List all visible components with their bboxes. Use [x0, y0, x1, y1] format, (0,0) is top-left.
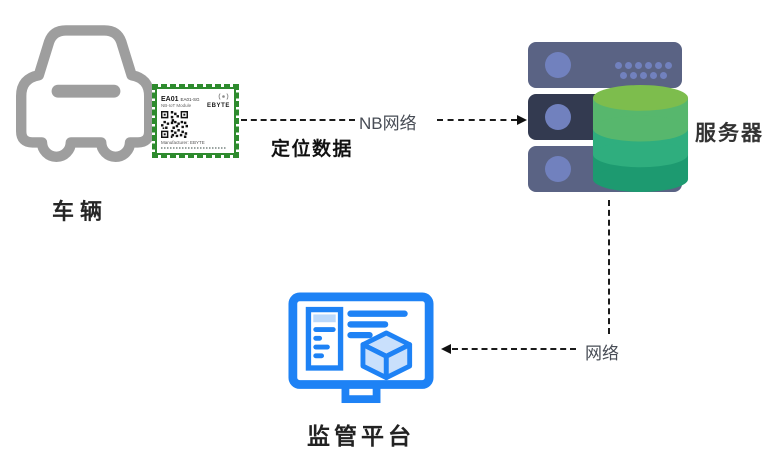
- vent-dot: [645, 62, 652, 69]
- network-label: 网络: [585, 344, 619, 363]
- net-link-arrowhead-icon: [441, 344, 451, 354]
- content-line: [347, 331, 373, 339]
- vent-dot: [665, 62, 672, 69]
- chip-manufacturer: Manufacturer: EBYTE: [161, 140, 205, 145]
- database-icon: [592, 85, 689, 192]
- chip-microtext-line: [161, 147, 227, 149]
- nb-link-line-left: [241, 119, 355, 121]
- server-led-circle: [545, 52, 571, 78]
- vent-dot: [620, 72, 627, 79]
- sidebar-line: [313, 344, 330, 350]
- chip-brand: EBYTE: [206, 103, 230, 109]
- nb-network-label: NB网络: [359, 114, 417, 133]
- nb-link-arrowhead-icon: [517, 115, 527, 125]
- chip-product-type: NB-IoT Module: [161, 103, 192, 108]
- content-line: [347, 321, 389, 328]
- platform-label: 监管平台: [307, 423, 415, 449]
- sidebar-line: [313, 335, 323, 341]
- vent-dot: [615, 62, 622, 69]
- nbiot-module-chip: EA01 EA01-SG NB-IoT Module EBYTE: [152, 84, 239, 158]
- server-label: 服务器: [695, 122, 764, 145]
- vent-dot: [635, 62, 642, 69]
- vent-dot: [660, 72, 667, 79]
- monitor-icon: [288, 292, 434, 404]
- server-led-circle: [545, 104, 571, 130]
- sidebar-header-bar: [313, 314, 336, 323]
- cube-icon: [360, 330, 413, 381]
- sidebar-line: [313, 353, 325, 359]
- vehicle-label: 车辆: [52, 199, 109, 224]
- chip-variant: EA01-SG: [180, 97, 200, 102]
- antenna-logo-icon: [218, 93, 229, 100]
- car-window-bar: [51, 84, 121, 98]
- net-link-line-vertical: [608, 200, 610, 334]
- server-rack-unit-1: [528, 42, 682, 88]
- car-icon: [16, 25, 155, 162]
- server-icon: [528, 42, 689, 192]
- chip-face: EA01 EA01-SG NB-IoT Module EBYTE: [155, 87, 236, 155]
- sidebar-line: [313, 327, 336, 332]
- vent-dot: [625, 62, 632, 69]
- content-line: [347, 310, 408, 317]
- vent-dot: [655, 62, 662, 69]
- qr-code: [161, 111, 188, 138]
- net-link-line-horizontal: [452, 348, 576, 350]
- nb-link-line-right: [437, 119, 517, 121]
- payload-label: 定位数据: [271, 139, 354, 160]
- server-led-circle: [545, 156, 571, 182]
- vent-dot: [630, 72, 637, 79]
- vent-dot: [640, 72, 647, 79]
- vent-dot: [650, 72, 657, 79]
- chip-model: EA01: [161, 96, 179, 103]
